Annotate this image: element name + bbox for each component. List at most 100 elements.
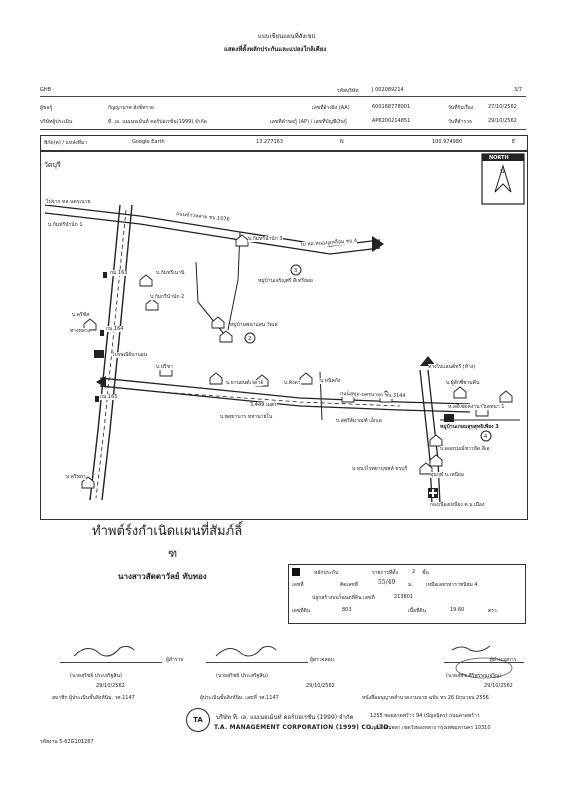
house-1-label: บ.กัมทรีนำนัก 3 <box>248 236 283 242</box>
legend-sub-label: ม. <box>408 582 413 588</box>
label-b: บ.ยานยนต์เว่ดาจ์ <box>226 380 264 386</box>
main-road-centerline <box>95 209 127 499</box>
handwritten-initial: ฑ <box>168 547 178 560</box>
legend-doc-label: ปลูกสร้างบนโฉนดที่ดิน เลขที่ <box>312 595 375 601</box>
signer3-date: 29/10/2562 <box>484 683 513 689</box>
legend-area-value: 19.60 <box>450 607 465 613</box>
signer3-license: หนังสืออนุญาตสำนาคงานนาย ฉบับ ทร 26 มิถุ… <box>362 695 489 701</box>
label-q: บ.กัมทรีนำนัก 1 <box>48 222 83 228</box>
legend-items-label: รายการที่ตั้ง <box>372 570 398 576</box>
hospital-icon <box>428 488 438 498</box>
appraiser-label: บริษัทผู้ประเมิน <box>40 119 73 125</box>
middle-road-arrow <box>96 376 106 388</box>
legend-land-label: เลขที่ดิน <box>292 608 311 614</box>
signer2-name: (นายสุริชย์ ประเสริฐสิน) <box>216 673 268 679</box>
right-road-arrow <box>420 356 436 366</box>
coords-source: Google Earth <box>132 139 165 145</box>
coords-lon: 100.974980 <box>432 139 463 145</box>
label-h: บ.ผู้สักซี่ชามคีน <box>446 380 480 386</box>
report-no-label: รหัสบริษัท <box>337 88 359 94</box>
signer2-role: ผู้ตรวจสอบ <box>310 657 334 663</box>
km164: กม.164 <box>106 326 124 332</box>
label-n: กองเนืองเหนี่ยง ต.บ.เมือง <box>430 502 485 508</box>
village-2-label: หมู่บ้านพนาแสน วัดเล่ <box>230 322 278 328</box>
legend-items-unit: ชั้น <box>422 570 429 576</box>
label-o: บ.ดรีชัส <box>72 312 90 318</box>
coords-lat-dir: N <box>340 139 344 145</box>
survey-date-label: วันที่สำรวจ <box>448 119 472 125</box>
footer-company-th: บริษัท ที. เอ. แมเนจเม้นท์ คอร์ปอเรชั่น … <box>216 714 354 721</box>
legend-area-unit: ตรว. <box>488 608 499 614</box>
compass-n: น <box>500 168 505 175</box>
village-1-label: หมู่บ้านเจริญศรี ดีเทรีย่อย <box>258 278 313 284</box>
owner-label: ผู้ขอกู้ <box>40 105 53 111</box>
legend-no-label: เลขที่ <box>292 582 304 588</box>
label-m: ทุนกุฬ บ.เหนียม <box>430 472 465 478</box>
signer2-license: ผู้ประเมินชั้นสิงห์นิม. เลขที่ วศ.1147 <box>200 695 279 701</box>
label-j: หมู่บ้านเกษมสุขสุทธิเพียง 3 <box>440 424 499 430</box>
receive-date-label: วันที่รับเรื่อง <box>448 105 474 111</box>
map-frame <box>40 151 528 520</box>
label-l: บ.หนวไรพยาบุขพห์ ขรบุรี <box>352 466 408 472</box>
company-logo-icon: TA <box>186 708 210 732</box>
footer-address-2: แขวงพลับพลา เขตวังทองหลาง กรุงเทพมหานคร … <box>370 725 491 731</box>
legend-land-no: 803 <box>342 607 352 613</box>
ref-label: เลขที่คำขอกู้ (AP) / เลขที่บัญชีเงินกู้ <box>270 119 347 125</box>
label-a: บ.ปรีชา <box>156 364 173 370</box>
footer-company-en: T.A. MANAGEMENT CORPORATION (1999) CO.,L… <box>214 724 392 731</box>
km163: กม.163 <box>110 270 128 276</box>
map-corner-note: วัดบุรี <box>44 161 61 169</box>
legend-items-count: 2 <box>412 569 416 575</box>
top-road-arrow <box>372 236 384 252</box>
legend-deed-label: ติดเลขที่ <box>340 582 358 588</box>
receive-date-value: 27/10/2562 <box>488 104 517 110</box>
loan-no-value: 600168778001 <box>372 104 411 110</box>
post-office-label: ไปรษณีย์นาบอน <box>112 352 148 358</box>
appraiser-value: ที. เอ. แมเนจเม้นท์ คอร์ปอเรชั่น(1999) จ… <box>108 119 207 125</box>
footer-address-1: 1255 ซอยลาดพร้าว 94 (ปัญจมิตร) ถนนลาดพร้… <box>370 713 480 719</box>
house-markers <box>81 234 513 489</box>
compass <box>481 153 525 205</box>
label-f: บ.สตรีส์มาณฑ์ เอ็กเด <box>336 418 382 424</box>
label-e: บ.พสุขานาร ทหานายใน <box>220 414 273 420</box>
circle-markers <box>244 264 492 442</box>
marker-3: 3 <box>294 268 298 274</box>
label-d: บ.หนิคกัง <box>320 378 341 384</box>
ref-value: AP6200214851 <box>372 118 411 124</box>
middle-road-centerline <box>159 391 401 407</box>
coords-label: พิกัด(ค) / แหล่งที่มา <box>44 140 88 146</box>
coords-lat: 13.277163 <box>256 139 284 145</box>
marker-4: 4 <box>484 434 488 440</box>
marker-2: 2 <box>248 336 252 342</box>
owner-value: กัญญามาศ สังข์ทราย <box>108 105 154 111</box>
footer-doc-code: รหัสงาน 5-62G101287 <box>40 739 94 745</box>
legend-box <box>288 564 526 624</box>
label-p: บ.ดรีทยา <box>66 474 86 480</box>
signer1-date: 29/10/2562 <box>96 683 125 689</box>
signer3-name: (นายสุชัช ศิริพรรณเจริญ) <box>446 673 502 679</box>
distance-label: 3,449 เมตร <box>250 402 277 408</box>
label-k: บ.ดอยรมณ์ขาวหัด ลีเอ <box>440 446 490 452</box>
signer1-license: สมาชิก ผู้ประเมินชั้นสิงห์นิม. วศ.1147 <box>52 695 135 701</box>
report-no: J 002089214 <box>372 87 404 93</box>
label-g: ทางไปแลนด์ทรี (ห้าง) <box>428 364 476 370</box>
label-i: ห.ลดีเชดคงานาวิเดทนา 1 <box>448 404 505 410</box>
signer1-role: ผู้สำรวจ <box>166 657 184 663</box>
coords-lon-dir: E <box>512 139 516 145</box>
legend-swatch <box>292 568 300 576</box>
soi-road-1 <box>227 231 241 331</box>
legend-district: เหมือเลขรหาราชนิยม 4 <box>426 582 478 588</box>
company-code: GHB <box>40 87 52 93</box>
legend-area-label: เนื้อที่ดิน <box>408 608 427 614</box>
title-line-1: แบบเขียนแผนที่สังเขป <box>258 33 316 40</box>
survey-date-value: 29/10/2562 <box>488 118 517 124</box>
house-3-label: บ.กัมกรีนำนัก 2 <box>150 294 185 300</box>
legend-deed-value: 55/49 <box>378 579 396 586</box>
compass-label: NORTH <box>489 155 509 161</box>
legend-doc-no: 213801 <box>394 594 414 600</box>
loan-no-label: เลขที่อ้างอิง (AA) <box>312 105 350 111</box>
road-left-top: ไปจาก ทล.นครเนาย <box>46 199 91 205</box>
signer3-role: ผู้อำนวยการ <box>490 657 517 663</box>
